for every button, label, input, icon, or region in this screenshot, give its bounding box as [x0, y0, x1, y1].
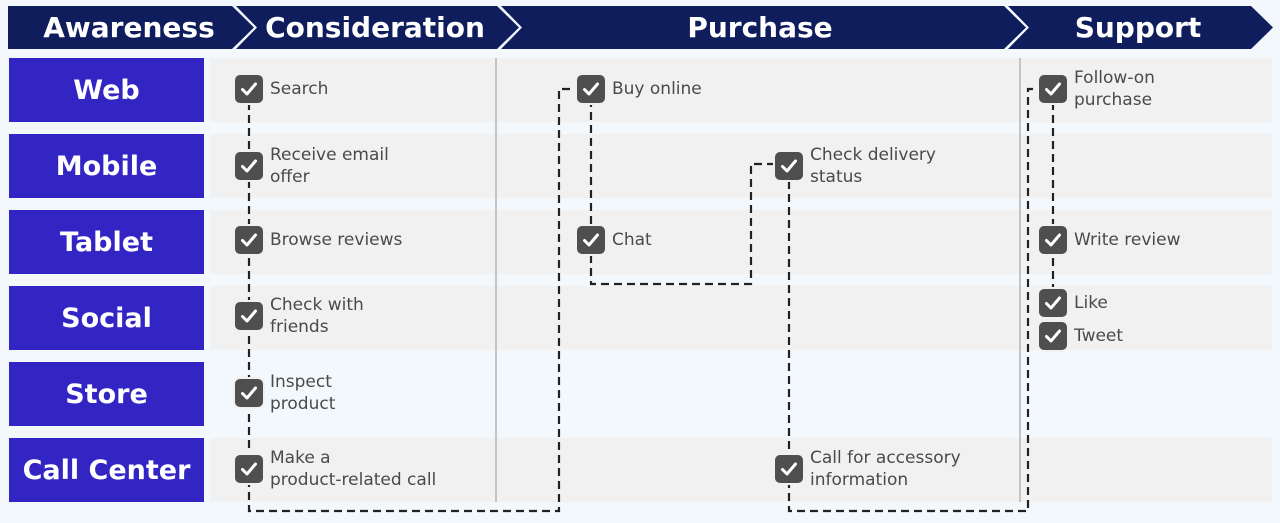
step-label: Tweet: [1074, 326, 1124, 346]
step-search: Search: [235, 75, 328, 103]
step-chat: Chat: [577, 226, 652, 254]
step-label: Chat: [612, 230, 652, 250]
checkbox-icon: [235, 75, 263, 103]
step-label: Call for accessory information: [810, 448, 961, 490]
step-write-review: Write review: [1039, 226, 1181, 254]
step-label: Receive email offer: [270, 145, 389, 187]
checkbox-icon: [577, 226, 605, 254]
step-label: Like: [1074, 293, 1108, 313]
step-label: Write review: [1074, 230, 1181, 250]
stage-label-support: Support: [1074, 10, 1202, 44]
stage-label-consideration: Consideration: [265, 10, 485, 44]
checkbox-icon: [1039, 75, 1067, 103]
step-make-product-related-call: Make a product-related call: [235, 447, 436, 491]
step-inspect-product: Inspect product: [235, 371, 335, 415]
channel-label-tablet: Tablet: [9, 210, 204, 274]
row-band-social: [210, 286, 1272, 350]
channel-label-web: Web: [9, 58, 204, 122]
row-band-tablet: [210, 210, 1272, 274]
stage-label-awareness: Awareness: [43, 10, 215, 44]
checkbox-icon: [1039, 322, 1067, 350]
stage-divider-purchase-support: [1019, 58, 1021, 502]
step-like: Like: [1039, 289, 1108, 317]
step-label: Buy online: [612, 79, 702, 99]
checkbox-icon: [235, 455, 263, 483]
step-label: Inspect product: [270, 372, 336, 414]
stage-label-purchase: Purchase: [687, 10, 833, 44]
stage-chevron-consideration: [236, 6, 519, 49]
step-label: Search: [270, 79, 329, 99]
row-band-call-center: [210, 438, 1272, 502]
checkbox-icon: [235, 226, 263, 254]
checkbox-icon: [235, 152, 263, 180]
checkbox-icon: [1039, 226, 1067, 254]
channel-label-call-center: Call Center: [9, 438, 204, 502]
step-check-with-friends: Check with friends: [235, 294, 364, 338]
step-label: Check with friends: [270, 295, 364, 337]
step-call-for-accessory-information: Call for accessory information: [775, 447, 961, 491]
channel-label-mobile: Mobile: [9, 134, 204, 198]
stage-chevron-support: [1008, 6, 1273, 49]
step-label: Browse reviews: [270, 230, 403, 250]
step-browse-reviews: Browse reviews: [235, 226, 402, 254]
checkbox-icon: [577, 75, 605, 103]
channel-label-social: Social: [9, 286, 204, 350]
step-buy-online: Buy online: [577, 75, 702, 103]
stage-divider-consideration-purchase: [495, 58, 497, 502]
row-band-web: [210, 58, 1272, 122]
step-receive-email-offer: Receive email offer: [235, 144, 389, 188]
stage-chevron-awareness: [8, 6, 254, 49]
channel-label-store: Store: [9, 362, 204, 426]
checkbox-icon: [235, 302, 263, 330]
step-check-delivery-status: Check delivery status: [775, 144, 936, 188]
checkbox-icon: [775, 455, 803, 483]
step-label: Follow-on purchase: [1074, 68, 1155, 110]
step-label: Make a product-related call: [270, 448, 437, 490]
checkbox-icon: [775, 152, 803, 180]
step-label: Check delivery status: [810, 145, 936, 187]
stage-chevron-purchase: [501, 6, 1026, 49]
checkbox-icon: [1039, 289, 1067, 317]
checkbox-icon: [235, 379, 263, 407]
row-band-mobile: [210, 134, 1272, 198]
step-follow-on-purchase: Follow-on purchase: [1039, 67, 1155, 111]
journey-path-line: [247, 87, 1053, 513]
step-tweet: Tweet: [1039, 322, 1123, 350]
